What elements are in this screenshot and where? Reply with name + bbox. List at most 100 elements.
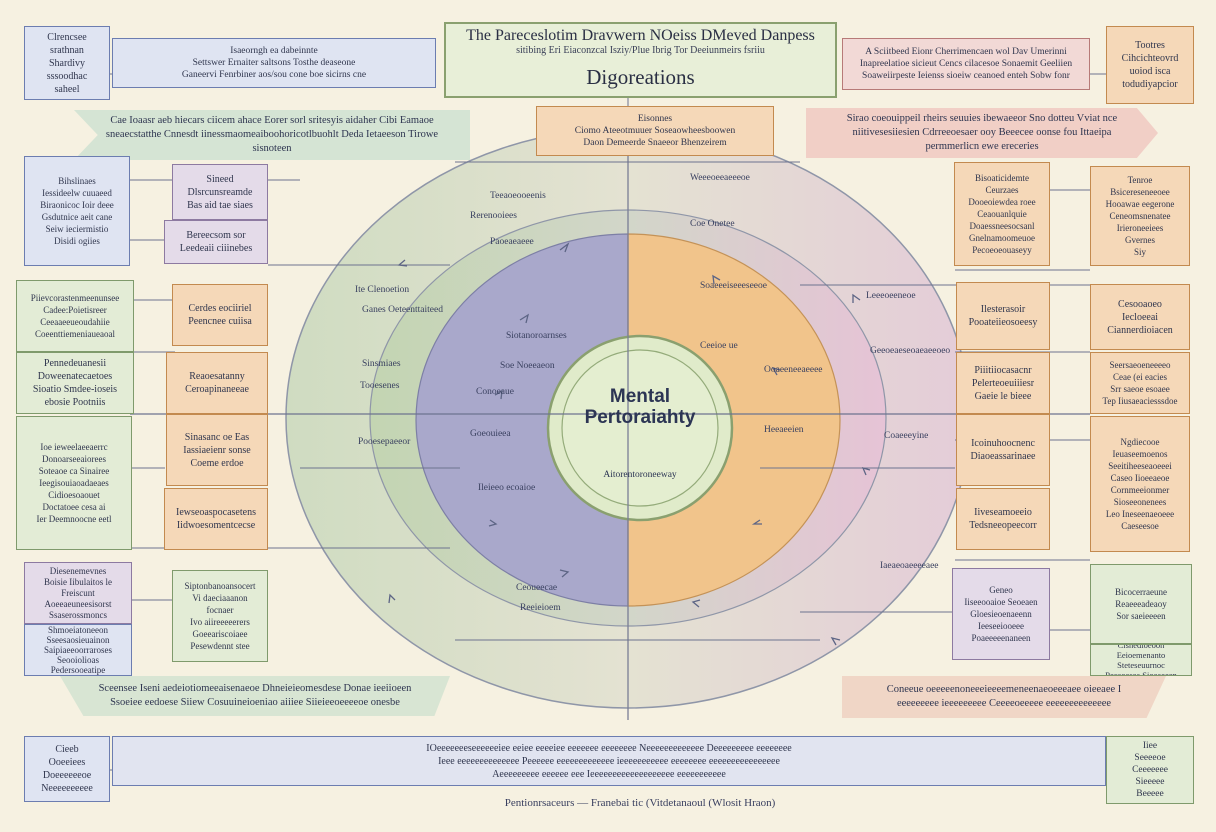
box-line: Piiitiiocasacnr [974,364,1032,376]
banner-line: Ciomo Ateeotmuuer Soseaowheesboowen [574,126,736,136]
box-line: Reaoesatanny [189,371,245,382]
box-line: Soteaoe ca Sinairee [38,466,110,476]
box-line: Ssaserossmoncs [49,609,107,620]
box-line: Bihslinaes [58,176,96,186]
corner-line: Sieeeee [1135,777,1165,787]
box-line: Diesenemevnes [49,565,107,576]
corner-line: todudiyapcior [1122,79,1178,90]
banner-line: Ieee eeeeeeeeeeeeee Peeeeee eeeeeeeeeeee… [438,755,780,767]
box-line: Saipiaeeoorraroses [44,645,112,655]
banner-line: Eisonnes [637,114,673,124]
banner-line: Cibi Eamaoe sneaecstatthe Cnnesdt iiness… [105,115,434,140]
corner-line: Seeeeoe [1134,753,1166,763]
box-line: Diaoeassarinaee [970,451,1036,462]
box-line: Goeeariscoiaee [192,629,248,639]
footer-caption: Pentionrsaceurs — Franebai tic (Vitdetan… [504,797,776,809]
ring-label: Geeoeaeseoaeaeeoeo [870,346,951,356]
box-line: Donoarseeaiorees [42,454,106,464]
box-line: Iessideelw cuuaeed [42,188,112,198]
bottom-left-corner-box: Cieeb Ooeeiees Doeeeeeeoe Neeeeeeeeee [24,736,110,802]
corner-line: Iiee [1142,741,1158,751]
box-line: Pesewdennt stee [190,641,250,651]
banner-line: Sirao coeouippeil rheirs seuuies ibewaee… [846,113,1075,124]
box-line: Cadee:Poietisreer [43,305,107,315]
second-right-banner: Sirao coeouippeil rheirs seuuies ibewaee… [806,108,1158,158]
center-title-line1: Mental [609,386,671,407]
box-line: Dlsrcunsreamde [187,186,253,198]
box-line: Cisnedioeoon [1117,644,1165,650]
box-line: Bereecsom sor [186,230,246,241]
box-line: Iidwoesomentcecse [176,520,256,531]
corner-line: Doeeeeeeoe [42,770,92,781]
bottom-left-banner: Sceensee Iseni aedeiotiomeeaisenaeoe Dhn… [60,676,450,716]
box-line: Coeenttiemeniaueaoal [35,329,115,339]
inner-left-half [415,233,629,607]
box-line: Iewseoaspocasetens [176,507,256,518]
ring-label: Ite Clenoetion [355,285,410,295]
corner-line: Neeeeeeeeee [41,783,93,794]
box-line: Pecaoesea Sioeaeeen [1105,670,1177,676]
box-line: ebosie Pootniis [44,397,106,408]
ring-label: Tooesenes [360,381,400,391]
ring-label: Weeeoeeaeeeoe [690,173,750,183]
bottom-main-banner: IOeeeeeeeseeeeeeiee eeiee eeeeiee eeeeee… [112,736,1106,786]
ring-label: Iaeaeoaeeeeaee [880,561,939,571]
center-subtitle: Aitorentoroneeway [603,470,677,480]
box-line: Piievcorastenmeenunsee [30,293,120,303]
center-title-line2: Pertoraiahty [584,407,696,428]
box-line: Gaeie le bieee [974,390,1032,402]
corner-line: sssoodhac [46,70,88,82]
ring-label: Coaeeeyine [884,431,929,441]
box-line: Steteseuurnoc [1117,660,1165,670]
box-line: Sor saeieeeen [1116,611,1166,621]
corner-line: saheel [54,83,80,95]
box-line: Iiveseamoeeio [974,507,1032,518]
box-line: Ngdiecooe [1120,437,1160,447]
box-line: Biraonicoc Ioir deee [40,200,114,210]
second-center-box: Eisonnes Ciomo Ateeotmuuer Soseaowheesbo… [536,106,774,156]
box-line: Icoinuhoocnenc [971,438,1035,449]
box-line: Iiseeooaioe Seoeaen [964,597,1038,607]
ring-label: Rerenooiees [470,211,517,221]
box-line: Pennedeuanesii [43,358,107,369]
ring-label: Ooaeeneeaeeee [764,365,823,375]
banner-line: Ittaeipa permmerlicn ewe ereceries [925,127,1112,152]
top-left-banner: Isaeorngh ea dabeinnte Settswer Ernaiter… [112,38,436,88]
corner-line: Ooeeiees [48,757,86,768]
ring-label: Sinsmiaes [362,359,401,369]
box-line: Seeitiheeseaoeeei [1108,461,1172,471]
banner-line: Isaeorngh ea dabeinnte [230,46,318,56]
banner-line: I eeeeeeeee ieeeeeeeee Ceeeeoeeeee eeeee… [896,684,1122,709]
banner-line: A Sciitbeed Eionr Cherrimencaen wol Dav … [865,47,1067,57]
box-line: Tenroe [1127,175,1153,185]
ring-label: Soaeeeiseeeseeoe [700,281,767,291]
box-line: Cidioesoaouet [48,490,100,500]
box-line: Pelerteoeuiiiesr [971,377,1035,389]
box-line: Bas aid tae siaes [187,199,253,211]
box-line: Caseo Iioeeaeoe [1110,473,1170,483]
